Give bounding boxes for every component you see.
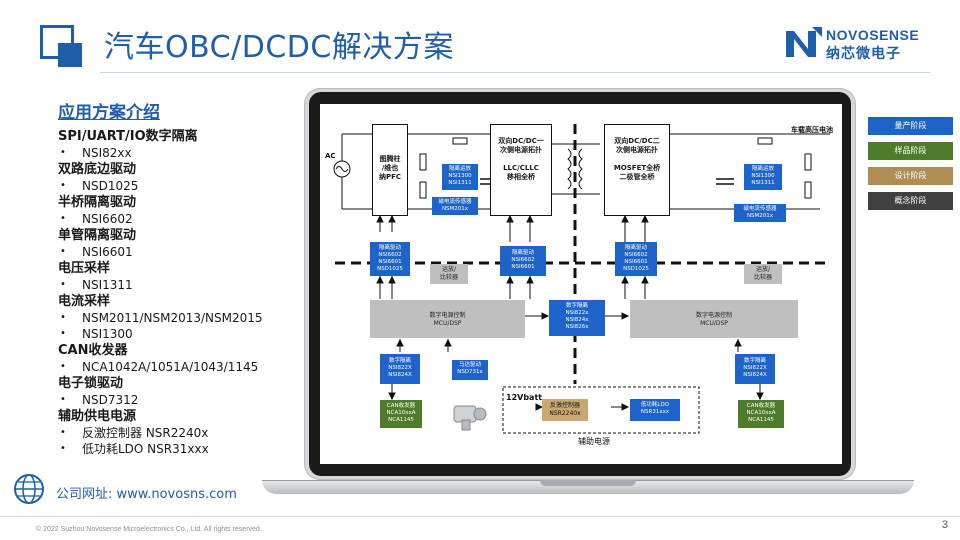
brand-logo: NOVOSENSE 纳芯微电子 bbox=[784, 25, 944, 62]
website-link[interactable]: 公司网址: www.novosns.com bbox=[56, 487, 237, 502]
stage-legend-item: 设计阶段 bbox=[868, 167, 953, 185]
logo-square-icon bbox=[40, 25, 82, 67]
application-item: NSD7312 bbox=[58, 392, 298, 408]
digital-isolator-left: 数字隔离 NSI822X NSI824X bbox=[380, 354, 420, 384]
application-category: 半桥隔离驱动 bbox=[58, 195, 137, 210]
applications-list: SPI/UART/IO数字隔离NSI82xx双路底边驱动NSD1025半桥隔离驱… bbox=[58, 128, 298, 457]
application-item: NSD1025 bbox=[58, 178, 298, 194]
application-item: NSI6602 bbox=[58, 211, 298, 227]
digital-isolator-center: 数字隔离 NSI822x NSI824x NSI826x bbox=[549, 300, 605, 336]
mcu-dsp-right: 数字电源控制 MCU/DSP bbox=[630, 300, 798, 338]
comparator-left: 运放/ 比较器 bbox=[430, 264, 468, 284]
application-item: 低功耗LDO NSR31xxx bbox=[58, 441, 298, 457]
application-category: CAN收发器 bbox=[58, 343, 128, 358]
stage-legend-item: 样品阶段 bbox=[868, 142, 953, 160]
isolated-driver-3: 隔离驱动 NSI6602 NSI6601 NSD1025 bbox=[615, 242, 657, 276]
novosense-logo-icon bbox=[786, 27, 822, 57]
isolated-amp-right: 隔离运放 NSI1300 NSI1311 bbox=[744, 164, 782, 190]
mcu-dsp-left: 数字电源控制 MCU/DSP bbox=[370, 300, 525, 338]
brand-name-cn: 纳芯微电子 bbox=[826, 46, 901, 62]
digital-isolator-right: 数字隔离 NSI822X NSI824X bbox=[735, 354, 775, 384]
low-power-ldo: 低功耗LDO NSR31xxx bbox=[630, 399, 680, 421]
laptop-screen: AC 图腾柱 /维也 纳PFC 双向DC/DC一 次侧电源拓扑 LLC/CLLC… bbox=[320, 104, 842, 464]
application-item: NSI1311 bbox=[58, 277, 298, 293]
hv-battery-label: 车载高压电池 bbox=[791, 126, 833, 134]
application-category: 电子锁驱动 bbox=[58, 376, 124, 391]
page-number: 3 bbox=[941, 519, 948, 531]
application-category: 单管隔离驱动 bbox=[58, 228, 137, 243]
can-transceiver-left: CAN收发器 NCA10xxA NCA1145 bbox=[380, 400, 422, 428]
application-category: 辅助供电电源 bbox=[58, 409, 137, 424]
application-category: 电压采样 bbox=[58, 261, 111, 276]
current-sensor-left: 磁电流传感器 NSM201x bbox=[432, 197, 478, 215]
applications-title: 应用方案介绍 bbox=[58, 103, 160, 123]
aux-power-label: 辅助电源 bbox=[578, 437, 610, 446]
isolated-amp-left: 隔离运放 NSI1300 NSI1311 bbox=[442, 164, 478, 190]
footer-divider bbox=[0, 516, 960, 517]
application-item: 反激控制器 NSR2240x bbox=[58, 425, 298, 441]
application-category: SPI/UART/IO数字隔离 bbox=[58, 129, 198, 144]
current-sensor-right: 磁电流传感器 NSM201x bbox=[734, 204, 786, 222]
llc-block: 双向DC/DC一 次侧电源拓扑 LLC/CLLC 移相全桥 bbox=[490, 124, 552, 216]
application-item: NSI6601 bbox=[58, 244, 298, 260]
application-item: NSI1300 bbox=[58, 326, 298, 342]
application-item: NCA1042A/1051A/1043/1145 bbox=[58, 359, 298, 375]
brand-name-en: NOVOSENSE bbox=[826, 27, 920, 43]
stage-legend-item: 概念阶段 bbox=[868, 192, 953, 210]
electronic-lock-icon bbox=[453, 405, 487, 431]
diagram-wiring bbox=[333, 124, 830, 434]
globe-icon bbox=[14, 474, 44, 504]
application-item: NSM2011/NSM2013/NSM2015 bbox=[58, 310, 298, 326]
page-title: 汽车OBC/DCDC解决方案 bbox=[104, 30, 454, 65]
application-category: 双路底边驱动 bbox=[58, 162, 137, 177]
isolated-driver-2: 隔离驱动 NSI6602 NSI6601 bbox=[500, 246, 546, 276]
ac-source-label: AC bbox=[325, 152, 336, 160]
title-divider bbox=[100, 72, 930, 73]
stage-legend-item: 量产阶段 bbox=[868, 117, 953, 135]
motor-driver: 马达驱动 NSD731x bbox=[452, 360, 488, 380]
mosfet-block: 双向DC/DC二 次侧电源拓扑 MOSFET全桥 二极管全桥 bbox=[604, 124, 670, 216]
laptop-notch bbox=[540, 480, 636, 486]
flyback-controller: 反激控制器 NSR2240x bbox=[542, 399, 588, 421]
can-transceiver-right: CAN收发器 NCA10xxA NCA1145 bbox=[738, 400, 784, 428]
isolated-driver-1: 隔离驱动 NSI6602 NSI6601 NSD1025 bbox=[370, 242, 410, 276]
vbatt-label: 12Vbatt bbox=[506, 393, 543, 402]
application-category: 电流采样 bbox=[58, 294, 111, 309]
pfc-block: 图腾柱 /维也 纳PFC bbox=[372, 124, 408, 216]
copyright-text: © 2022 Suzhou Novosense Microelectronics… bbox=[36, 526, 262, 533]
application-item: NSI82xx bbox=[58, 145, 298, 161]
comparator-right: 运放/ 比较器 bbox=[744, 264, 782, 284]
